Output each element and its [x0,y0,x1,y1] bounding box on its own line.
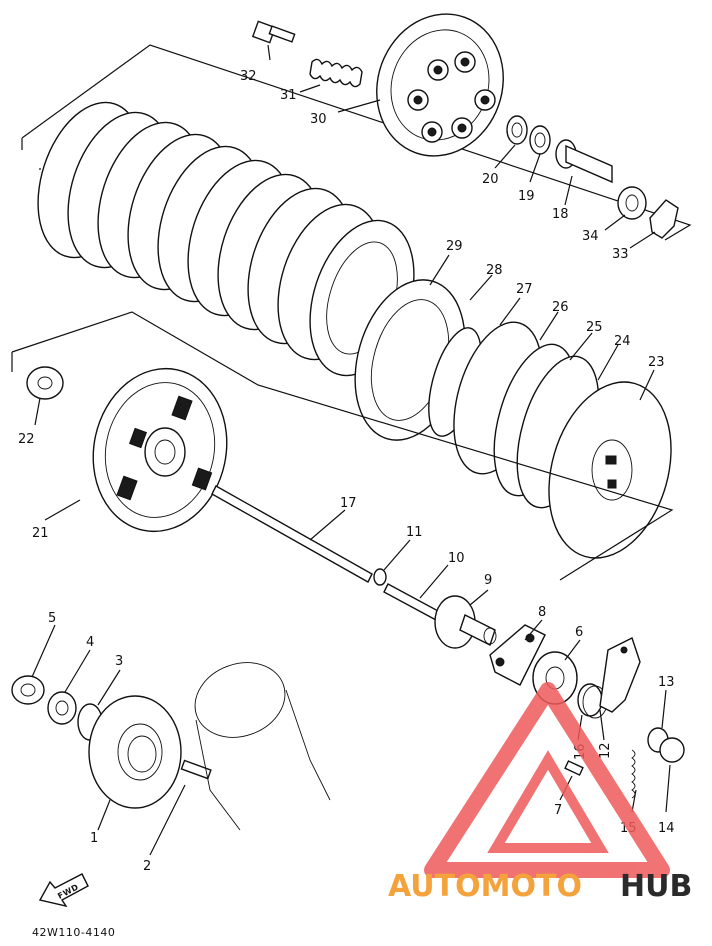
oil-seal-16 [577,683,608,719]
callout-4: 4 [86,635,94,650]
callout-34: 34 [582,229,599,244]
callout-10: 10 [448,551,465,566]
lever-12 [599,637,641,713]
leader-lines [31,44,671,856]
callout-5: 5 [48,611,56,626]
primary-drive-gear-1 [88,695,182,809]
push-lever-9 [434,595,497,649]
callout-29: 29 [446,239,463,254]
callout-30: 30 [310,112,327,127]
diagram-part-code: 42W110-4140 [32,926,115,939]
callout-31: 31 [280,88,297,103]
push-rod-10 [383,583,441,621]
key-2 [180,759,212,780]
nut-14 [659,737,685,763]
crankshaft-outline [194,662,331,831]
nut-5 [11,675,45,705]
lock-washer-4 [47,691,77,725]
watermark-text: AUTOMOTO HUB [388,869,692,904]
callout-2: 2 [143,859,151,874]
callout-labels: 1 2 3 4 5 6 7 8 9 10 11 12 13 14 15 16 1… [18,69,675,874]
bolt-32 [251,20,296,44]
callout-27: 27 [516,282,533,297]
callout-3: 3 [115,654,123,669]
callout-26: 26 [552,300,569,315]
watermark-brand-part1: AUTOMOTO [388,869,582,904]
callout-18: 18 [552,207,569,222]
callout-11: 11 [406,525,423,540]
washer-22 [26,366,64,400]
watermark-brand-part2: HUB [620,869,692,904]
pressure-plate [376,13,504,157]
clutch-plate-stack [37,101,415,377]
callout-21: 21 [32,526,49,541]
callout-7: 7 [554,803,562,818]
push-rod-assembly [506,115,679,239]
shaft-17 [211,485,373,583]
callout-24: 24 [614,334,631,349]
pin-7 [564,760,584,776]
callout-32: 32 [240,69,257,84]
callout-20: 20 [482,172,499,187]
o-ring-11 [373,568,387,586]
callout-14: 14 [658,821,675,836]
callout-8: 8 [538,605,546,620]
spring-31 [309,58,363,88]
callout-9: 9 [484,573,492,588]
callout-6: 6 [575,625,583,640]
clutch-boss-group [354,279,672,559]
watermark-logo [424,682,670,878]
callout-12: 12 [598,742,613,759]
callout-33: 33 [612,247,629,262]
callout-25: 25 [586,320,603,335]
callout-17: 17 [340,496,357,511]
clutch-housing [92,367,228,533]
housing-group-frame [11,311,674,581]
callout-23: 23 [648,355,665,370]
spring-15 [631,749,636,799]
callout-28: 28 [486,263,503,278]
fwd-arrow-icon: FWD [38,873,89,908]
callout-1: 1 [90,831,98,846]
callout-19: 19 [518,189,535,204]
callout-22: 22 [18,432,35,447]
callout-13: 13 [658,675,675,690]
